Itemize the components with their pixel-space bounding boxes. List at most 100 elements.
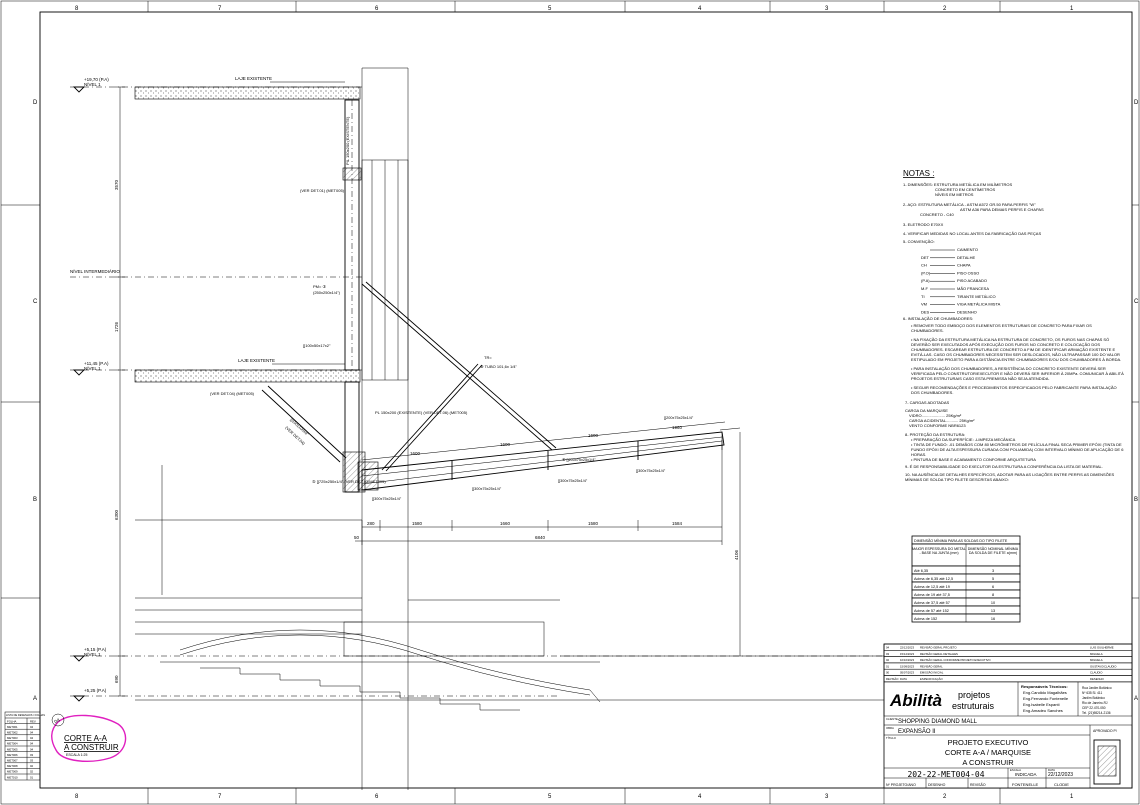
revision-cell: 22/12/2023 [900,646,914,650]
notes-title: NOTAS : [903,169,934,178]
dim-vert-upper: 3570 [114,179,119,190]
label-brace-tag: TR= [484,355,492,360]
sheet-list-code: MET004 [7,742,18,746]
firm-name-1: projetos [958,690,991,700]
dim-vert-bottom: 690 [114,675,119,683]
notes-wrap: • REMOVER TODO EMBOÇO DOS ELEMENTOS ESTR… [905,323,1124,482]
dim-vert-right: 4106 [734,549,739,560]
revision-cell: 05/07/2023 [900,671,914,675]
note-6: 6- INSTALAÇÃO DE CHUMBADORES: [903,316,973,321]
cut-tag-number: 04 [54,717,62,725]
label-brace: ⑧ TUBO 101,6x 1/4" [480,364,518,369]
sheet-list-rev: 04 [30,747,34,751]
revisao-value: CLODIE [1054,782,1069,787]
sheet-list-code: MET001 [7,725,18,729]
sheet-list-code: MET009 [7,770,18,774]
np-label: Nº PROJETO/ANO [886,783,916,787]
revision-cell: DATA [900,677,907,681]
label-beam-tag-3: []300x75x25x1/4" [372,497,402,501]
col-label-3: 3 [825,6,829,12]
title-line-2: CORTE A-A / MARQUISE [945,748,1031,757]
note-5: 5- CONVENÇÃO: [903,239,935,244]
sheet-list-rev: 04 [30,736,34,740]
note-6b: • NA FIXAÇÃO DA ESTRUTURA METÁLICA NA ES… [911,337,1122,362]
convention-meaning: DETALHE [957,255,975,260]
col-label-bottom-8: 8 [75,794,79,800]
label-beam-tag-5: []300x75x25x1/4" [558,479,588,483]
note-8a: • PREPARAÇÃO DA SUPERFÍCIE: -LIMPEZA MEC… [911,437,1016,442]
revision-cell: REVISÃO GERAL DETALHES [920,651,958,656]
level-ground1: +5,15 (P.A) [84,647,107,652]
label-beam-tag-2: ⑥ []200x75x25x1/4" [562,458,596,462]
level-top-sub: NÍVEL 1 [84,81,101,87]
dim-top-3: 1600 [588,433,599,438]
dim-top-2: 1600 [500,442,511,447]
convention-meaning: VIGA METÁLICA MISTA [957,302,1001,307]
addr-1: Rua Jardim Botânico [1082,686,1112,690]
convention-code: DET [921,255,930,260]
note-1c: NÍVEIS EM METROS [935,192,974,197]
sheet-list-code: MET002 [7,731,18,735]
label-laje-mid: LAJE EXISTENTE [238,358,275,363]
row-label-C: C [33,299,38,305]
firm-name-2: estruturais [952,701,995,711]
sheet-list-rev: 04 [30,742,34,746]
col-label-bottom-3: 3 [825,794,829,800]
titulo-label: TÍTULO [886,736,897,740]
client-label: CLIENTE [886,717,898,721]
sheet-list-code: MET006 [7,753,18,757]
dim-bottom-4: 1580 [588,521,599,526]
col-label-4: 4 [698,6,702,12]
resp-4: Eng.Amadeu Sanches [1023,708,1063,713]
label-beam-tag-6: []300x75x25x1/4" [636,469,666,473]
note-7b: VIDRO..................... 25Kg/m² [909,413,962,418]
obra-label: OBRA [886,726,894,730]
note-1: 1- DIMENSÕES: ESTRUTURA METÁLICA EM MILÍ… [903,182,1012,187]
dim-vert-low: 6300 [114,509,119,520]
desenho-label: DESENHO [928,783,946,787]
note-3: 3- ELETRODO E70XX [903,222,944,227]
data-value: 22/12/2023 [1048,772,1073,778]
label-beam-tag-1: []200x75x25x1/4" [664,416,694,420]
level-top: +19,70 (P.A) [84,77,109,82]
col-label-1: 1 [1070,6,1074,12]
revision-cell: GUSTAVO/CLAUDIO [1090,664,1117,668]
revision-cell: REVISÃO GERAL CONFORME PROJETO EXECUTIVO [920,657,991,662]
row-label-A: A [33,696,37,702]
col-label-6: 6 [375,6,379,12]
title-line-3: A CONSTRUIR [962,758,1014,767]
revision-cell: LUIS GUILHERME [1090,646,1114,650]
label-beam-tag-4: []300x75x25x1/4" [472,487,502,491]
escala-value: INDICADA [1015,772,1037,777]
dim-vert-mid: 1726 [114,321,119,332]
revision-cell: 15/12/2023 [900,652,914,656]
convention-code: (P.O) [921,270,931,275]
dim-top-4: 1960 [672,425,683,430]
convention-code: CH [921,263,927,268]
revision-cell: MIGUELA [1090,658,1103,662]
col-label-bottom-1: 1 [1070,794,1074,800]
dim-bottom-total: 6840 [535,535,546,540]
revision-cell: 00 [886,671,890,675]
row-label-B: B [33,497,37,503]
convention-code: (P.A) [921,278,930,283]
grid-labels: 8 7 6 5 4 3 2 1 8 7 6 5 4 3 2 1 D C B A … [33,6,1139,800]
weld-table-thickness: Acima de 19 até 37,5 [914,593,950,597]
sheet-list-rev: 02 [30,770,34,774]
convention-meaning: CHAPA [957,263,971,268]
desenho-value: FONTENELLE [1012,782,1039,787]
obra-name: EXPANSÃO II [898,728,936,735]
row-label-D: D [33,100,38,106]
level-lower-sub: NÍVEL 1 [84,365,101,371]
col-label-bottom-5: 5 [548,794,552,800]
weld-table-thickness: Acima de 152 [914,617,937,621]
weld-table-caption: DIMENSÃO MÍNIMA PARA AS SOLDAS DO TIPO F… [914,538,1008,543]
label-laje-top: LAJE EXISTENTE [235,76,272,81]
note-8b: • TINTA DE FUNDO: -01 DEMÃOS COM 80 MICR… [911,442,1124,457]
level-ground2: +5,25 (P.A) [84,688,107,693]
escala-label: ESCALA [1010,768,1021,772]
col-label-bottom-7: 7 [218,794,222,800]
